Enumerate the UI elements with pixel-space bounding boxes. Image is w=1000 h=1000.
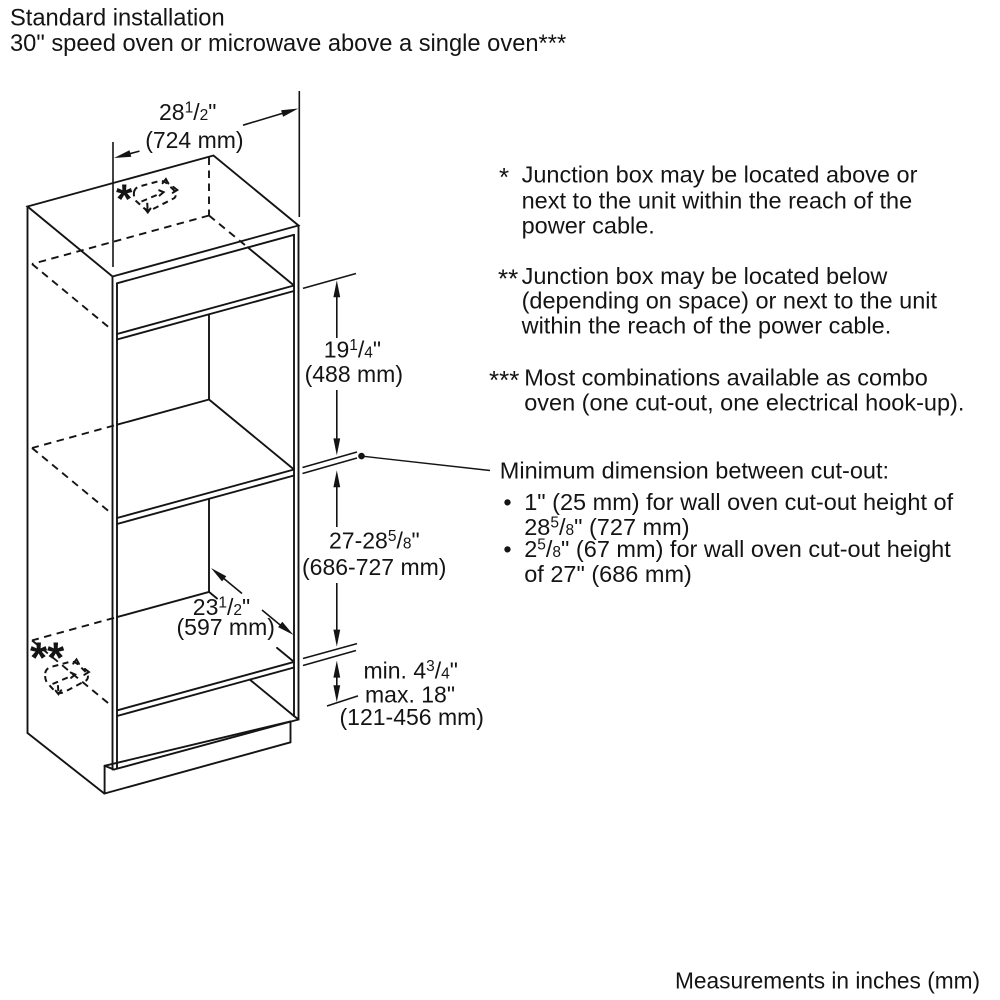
svg-text:(488 mm): (488 mm) <box>305 361 403 387</box>
svg-text:27-285/8": 27-285/8" <box>329 527 420 553</box>
svg-text:Measurements in inches (mm): Measurements in inches (mm) <box>675 968 980 994</box>
svg-text:within the reach of the power: within the reach of the power cable. <box>521 313 892 339</box>
svg-text:281/2": 281/2" <box>159 99 216 125</box>
svg-text:(depending on space) or next t: (depending on space) or next to the unit <box>522 288 938 314</box>
svg-text:**: ** <box>30 634 65 683</box>
svg-text:*: * <box>499 162 509 192</box>
svg-text:Junction box may be located ab: Junction box may be located above or <box>522 162 918 188</box>
svg-text:oven (one cut-out, one electri: oven (one cut-out, one electrical hook-u… <box>524 390 964 416</box>
svg-text:(724 mm): (724 mm) <box>145 127 243 153</box>
svg-text:(686-727 mm): (686-727 mm) <box>302 554 446 580</box>
svg-text:Most combinations available as: Most combinations available as combo <box>524 365 928 391</box>
svg-text:max. 18": max. 18" <box>365 682 455 708</box>
svg-text:Standard installation: Standard installation <box>10 6 225 32</box>
svg-text:25/8" (67 mm) for wall oven cu: 25/8" (67 mm) for wall oven cut-out heig… <box>524 536 951 562</box>
svg-text:power cable.: power cable. <box>522 213 655 239</box>
svg-text:285/8" (727 mm): 285/8" (727 mm) <box>524 514 689 540</box>
svg-text:*: * <box>116 176 133 223</box>
svg-text:191/4": 191/4" <box>324 336 381 362</box>
svg-text:***: *** <box>489 365 519 395</box>
svg-text:Minimum dimension between cut-: Minimum dimension between cut-out: <box>500 458 889 484</box>
svg-text:next to the unit within the re: next to the unit within the reach of the <box>522 188 913 214</box>
svg-text:Junction box may be located be: Junction box may be located below <box>522 263 889 289</box>
svg-text:1" (25 mm) for wall oven cut-o: 1" (25 mm) for wall oven cut-out height … <box>524 489 953 515</box>
svg-text:min. 43/4": min. 43/4" <box>364 658 458 684</box>
svg-text:•: • <box>503 536 511 562</box>
svg-text:**: ** <box>498 263 518 293</box>
svg-text:(121-456 mm): (121-456 mm) <box>340 704 484 730</box>
svg-text:of 27" (686 mm): of 27" (686 mm) <box>524 561 692 587</box>
svg-text:(597 mm): (597 mm) <box>177 614 275 640</box>
svg-text:•: • <box>503 489 511 515</box>
svg-text:30" speed oven or microwave ab: 30" speed oven or microwave above a sing… <box>10 31 566 57</box>
